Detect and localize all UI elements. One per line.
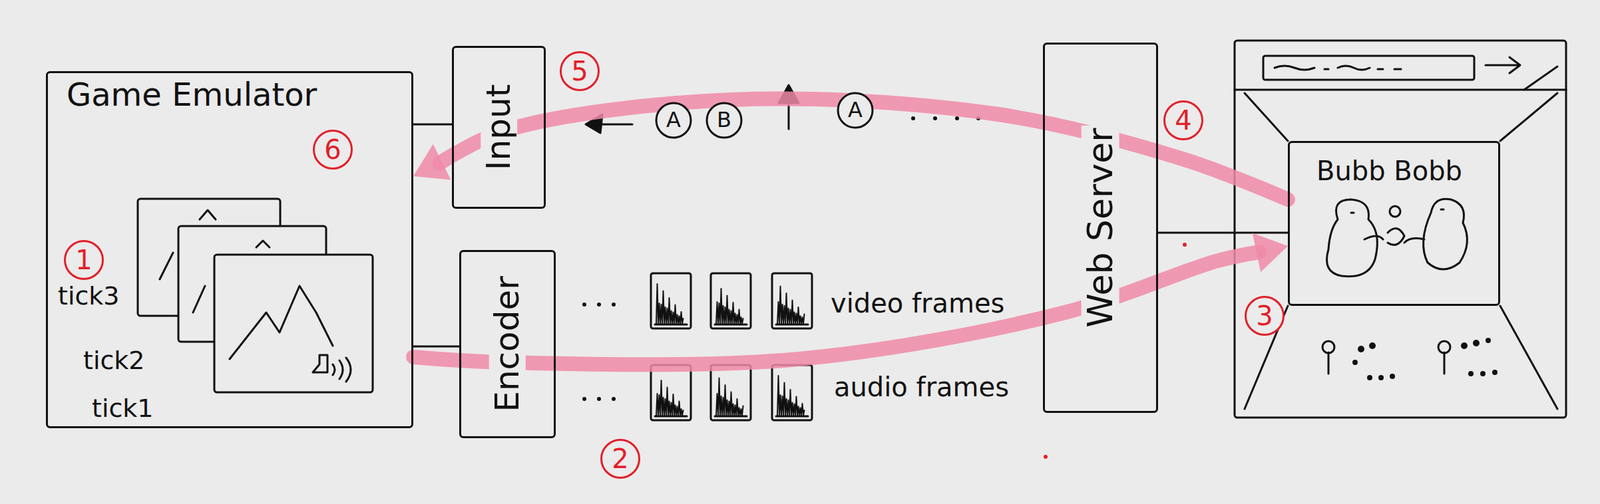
frame-box: [772, 365, 812, 421]
stream-label: video frames: [828, 288, 1007, 319]
callout-number: 5: [559, 51, 600, 92]
waveform-base: [714, 415, 747, 418]
url-scribble: [1274, 65, 1401, 70]
tick-label: tick1: [89, 395, 156, 424]
waveform: [777, 376, 805, 416]
waveform: [656, 380, 684, 416]
browser-window: [1234, 40, 1567, 418]
node-text: Bubb Bobb: [1316, 156, 1463, 186]
joystick: [1443, 352, 1446, 375]
connector-path: [413, 346, 460, 349]
frame-strip: [650, 273, 812, 421]
node-text: A: [847, 98, 863, 122]
frame-box: [650, 365, 691, 421]
button-circle: B: [705, 100, 743, 141]
encoder-box: Encoder: [459, 250, 556, 439]
go-arrow: [1485, 57, 1521, 74]
connector-path: [413, 252, 1260, 365]
waveform-base: [654, 415, 687, 418]
node-text: Encoder: [489, 273, 526, 415]
waveform: [656, 284, 684, 325]
game-screen: Bubb Bobb: [1287, 141, 1501, 307]
callout-number: 2: [600, 439, 641, 480]
button-circle: A: [654, 100, 693, 141]
node-text: A: [666, 108, 681, 132]
dino-right: [1404, 199, 1467, 270]
callout-number: 3: [1244, 296, 1285, 337]
connector-path: [413, 123, 452, 126]
wire-line: [413, 346, 460, 348]
dino-left: [1327, 199, 1384, 277]
frame-tick1: [214, 254, 373, 393]
joystick: [1327, 352, 1330, 375]
waveform-base: [714, 324, 747, 327]
connector-path: [1158, 232, 1288, 235]
waveform-base: [654, 324, 687, 327]
callout-number: 4: [1163, 100, 1204, 141]
node-text: Web Server: [1081, 125, 1120, 331]
frame-box: [710, 365, 751, 421]
buttons: [1352, 338, 1498, 381]
tick-label: tick3: [55, 282, 122, 311]
waveform-base: [776, 324, 808, 327]
stray-dot: [1043, 455, 1048, 460]
waveform: [777, 286, 805, 325]
tick-label: tick2: [81, 347, 148, 376]
bubble: [1387, 228, 1405, 246]
node-text: Input: [480, 81, 518, 174]
web-server-box: Web Server: [1042, 42, 1159, 414]
input-box: Input: [451, 45, 546, 209]
callout-number: 1: [63, 240, 104, 281]
speaker-icon: [312, 355, 351, 383]
joystick: [1322, 341, 1335, 354]
frame-box: [650, 273, 691, 329]
frame-box: [710, 273, 751, 329]
url-bar: [1263, 55, 1475, 80]
button-circle: A: [836, 90, 874, 131]
stream-label: audio frames: [831, 372, 1011, 402]
stray-dot: [1182, 242, 1187, 247]
waveform: [716, 288, 744, 325]
mountain-sketch: [229, 286, 333, 360]
perspective-lines: [1244, 66, 1558, 410]
arrow-head: [413, 144, 451, 181]
node-text: B: [716, 108, 732, 132]
waveform: [716, 378, 744, 417]
wire-line: [413, 124, 452, 126]
arrow-head: [1252, 232, 1288, 273]
node-text: Game Emulator: [66, 77, 317, 113]
callout-number: 6: [312, 129, 353, 170]
bubble: [1389, 206, 1401, 217]
waveform-base: [776, 415, 808, 418]
joystick: [1438, 341, 1451, 354]
wire-line: [1158, 232, 1288, 234]
browser-toolbar: [1234, 89, 1567, 92]
frame-box: [772, 273, 812, 329]
